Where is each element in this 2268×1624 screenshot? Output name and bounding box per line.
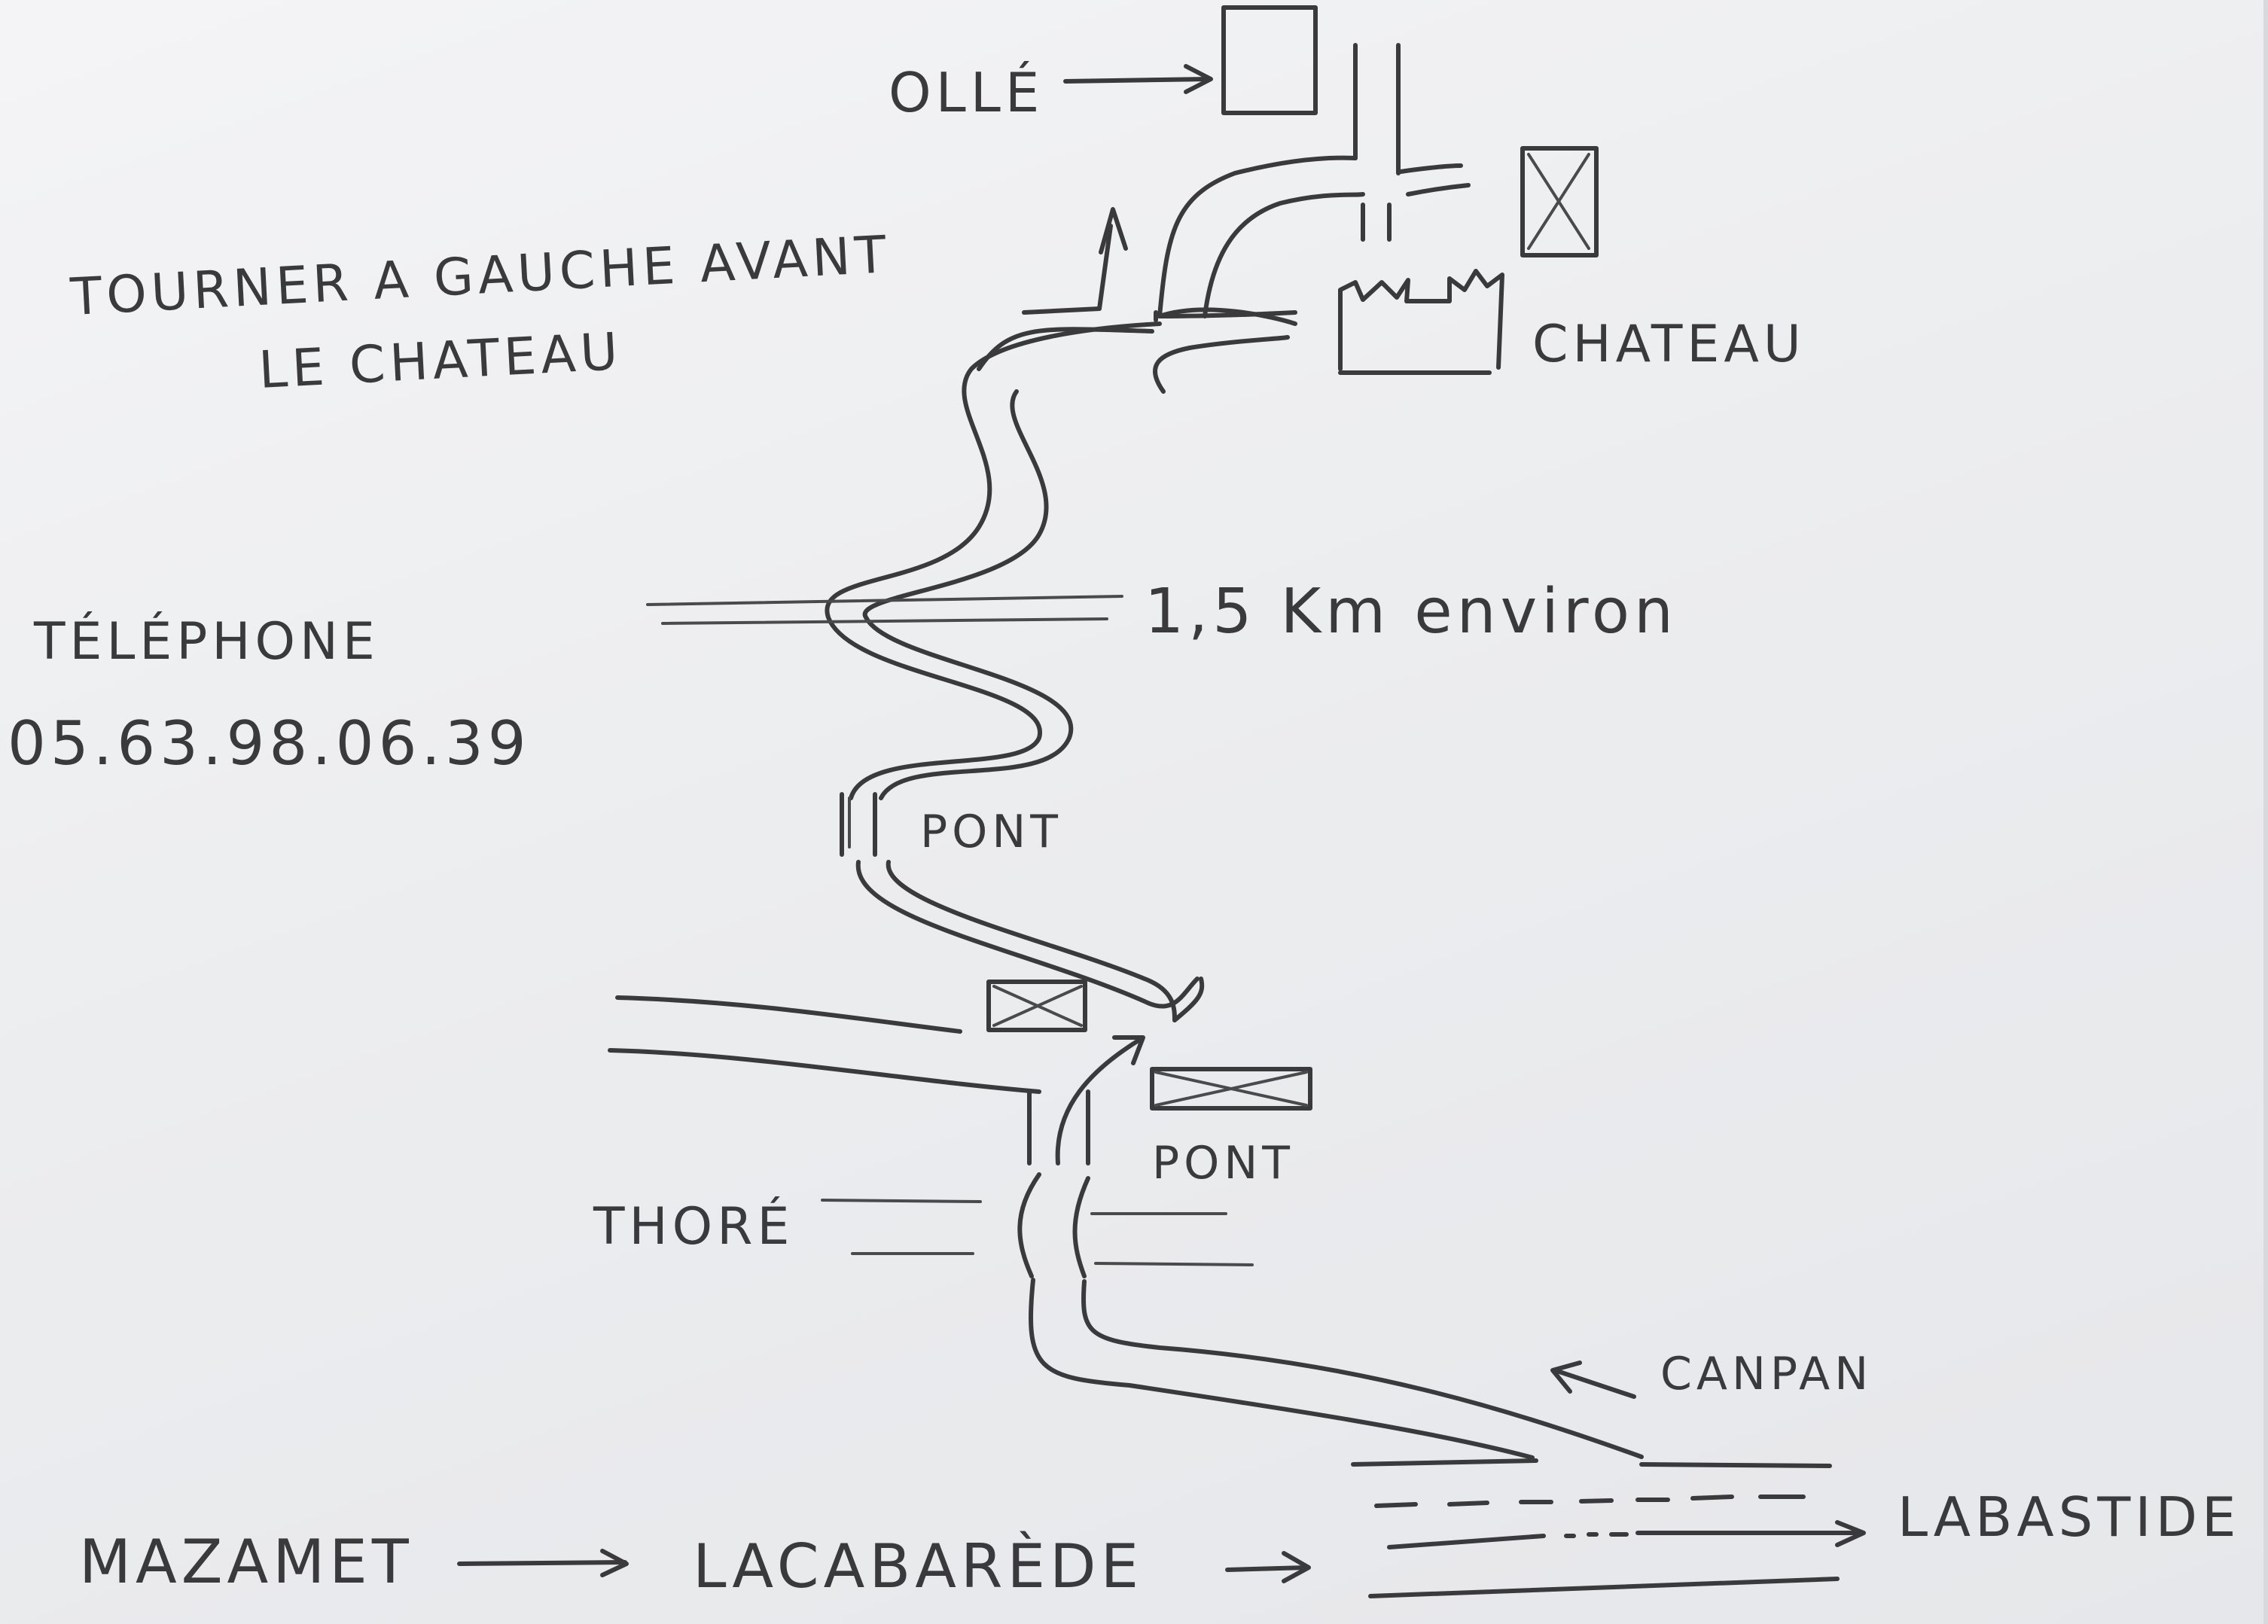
canpan-arrow-icon [1550, 1360, 1636, 1399]
upper-junction [977, 43, 1471, 371]
olle-arrow-icon [1063, 64, 1213, 94]
labastide-label: LABASTIDE [1898, 1485, 2241, 1549]
crossed-box-icon [1150, 1067, 1312, 1111]
thore-label: THORÉ [593, 1196, 794, 1257]
winding-road [825, 310, 1297, 1022]
olle-building-icon [1221, 5, 1318, 115]
distance-label: 1,5 Km environ [1145, 576, 1678, 647]
canpan-label: CANPAN [1660, 1348, 1873, 1400]
instruction-line2: LE CHATEAU [258, 322, 624, 401]
lacabarede-label: LACABARÈDE [693, 1531, 1143, 1601]
olle-label: OLLÉ [889, 61, 1044, 124]
crossed-box-icon [1520, 146, 1599, 257]
mazamet-arrow-icon [457, 1549, 629, 1577]
pont-upper-label: PONT [920, 806, 1062, 858]
mazamet-label: MAZAMET [79, 1527, 413, 1597]
main-road [1351, 1458, 1866, 1598]
crossed-box-icon [986, 980, 1087, 1032]
distance-marker [646, 595, 1123, 625]
turn-left-arrow-icon [1022, 224, 1113, 315]
lacabarede-arrow-icon [1225, 1551, 1311, 1583]
telephone-number: 05.63.98.06.39 [8, 708, 531, 778]
castle-icon [1338, 269, 1504, 375]
pont-lower-label: PONT [1152, 1137, 1294, 1190]
lower-junction [608, 980, 1644, 1460]
telephone-label: TÉLÉPHONE [33, 611, 380, 672]
instruction-line1: TOURNER A GAUCHE AVANT [69, 225, 892, 328]
chateau-label: CHATEAU [1532, 315, 1806, 374]
